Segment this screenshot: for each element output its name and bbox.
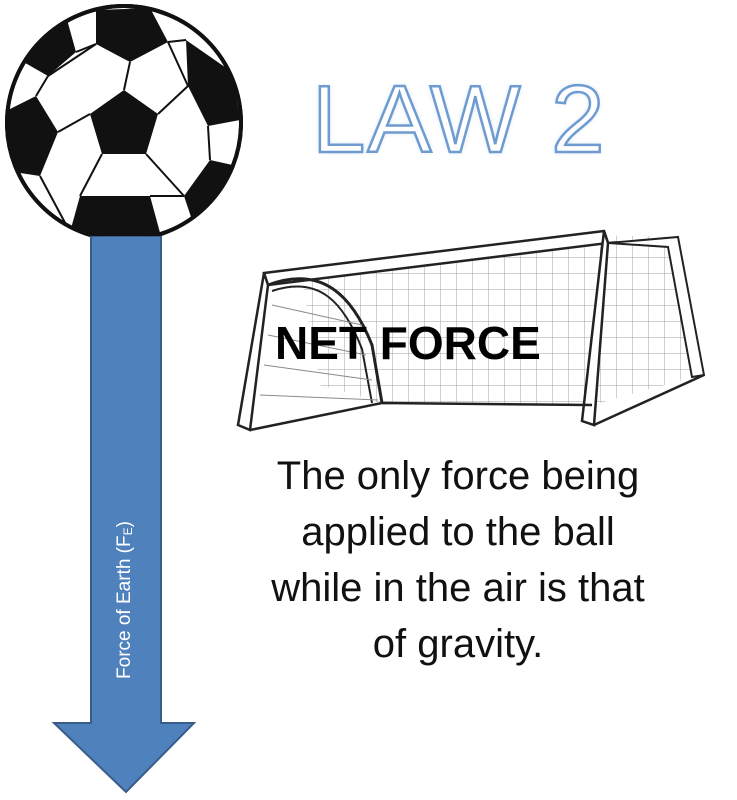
arrow-label-close: ): [114, 521, 135, 528]
down-arrow: [51, 236, 197, 794]
arrow-label: Force of Earth (FE): [114, 521, 136, 679]
force-arrow: [51, 236, 197, 794]
arrow-label-text: Force of Earth (F: [114, 535, 135, 679]
description-text: The only force being applied to the ball…: [271, 454, 645, 666]
arrow-label-subscript: E: [121, 527, 135, 536]
soccer-ball-icon: [5, 4, 243, 242]
net-force-heading: NET FORCE: [275, 317, 541, 369]
page-title: LAW 2: [311, 66, 607, 173]
soccer-goal-icon: [236, 229, 706, 432]
